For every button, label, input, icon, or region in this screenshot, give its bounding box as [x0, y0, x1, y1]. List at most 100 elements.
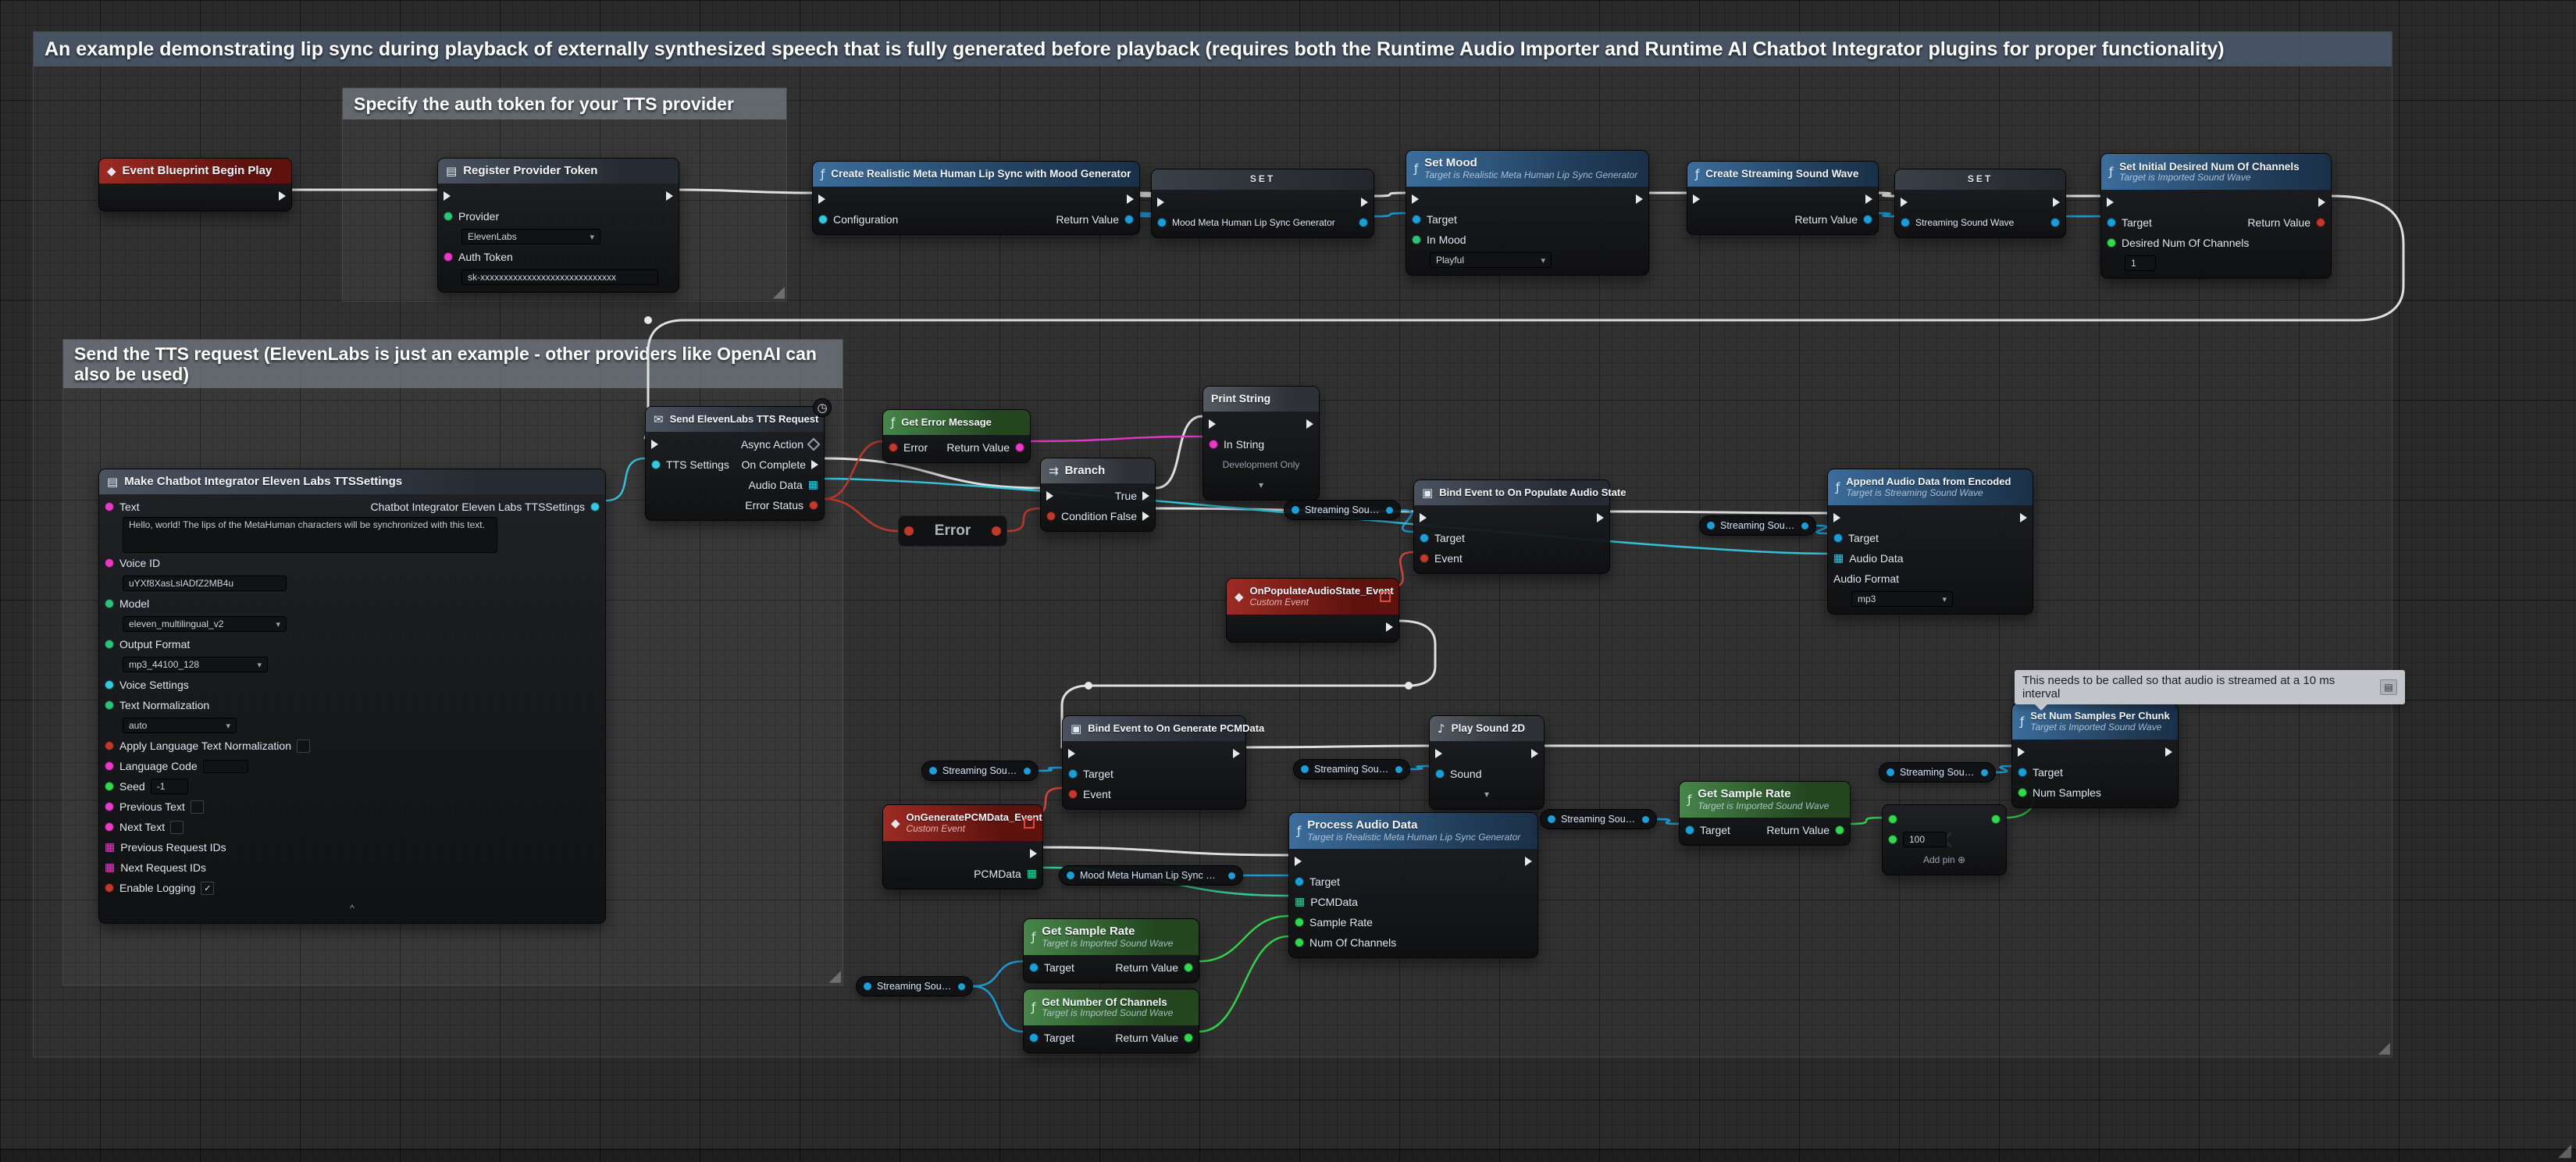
mood-meta-human-lip-sync-generator-pin[interactable] — [1157, 218, 1167, 227]
exec-pin[interactable] — [1420, 513, 1427, 522]
target-pin[interactable] — [1685, 825, 1694, 835]
exec-pin[interactable] — [1901, 198, 1908, 207]
exec-pin[interactable] — [444, 191, 451, 201]
exec-pin[interactable] — [1068, 749, 1075, 758]
return-value-pin[interactable] — [2316, 218, 2325, 227]
configuration-pin[interactable] — [818, 215, 828, 224]
comment-main-resize-handle[interactable]: ◢ — [2378, 1038, 2390, 1057]
event-pin[interactable] — [1420, 554, 1429, 563]
comment-auth[interactable]: Specify the auth token for your TTS prov… — [342, 87, 787, 301]
target-pin[interactable] — [2018, 768, 2027, 777]
return-value-pin[interactable] — [1835, 825, 1844, 835]
make-tts-settings-node[interactable]: ▤Make Chatbot Integrator Eleven Labs TTS… — [98, 469, 606, 924]
comment-main[interactable]: An example demonstrating lip sync during… — [33, 31, 2393, 1057]
exec-pin[interactable] — [1888, 814, 1897, 824]
streaming-sound-wave-get-6[interactable]: Streaming Sound Wave — [1540, 809, 1657, 829]
output-format-pin[interactable] — [105, 640, 114, 649]
register-provider-token-header[interactable]: ▤Register Provider Token — [438, 159, 679, 184]
sound-pin[interactable] — [1435, 769, 1445, 779]
input-dropdown[interactable]: mp3_44100_128▾ — [123, 657, 268, 672]
next-text-pin[interactable] — [105, 822, 114, 832]
exec-pin[interactable] — [2318, 198, 2325, 207]
output-pin[interactable] — [1228, 872, 1235, 879]
exec-pin[interactable] — [1209, 419, 1216, 429]
pcmdata-pin[interactable]: ▦ — [1295, 896, 1306, 908]
exec-pin[interactable] — [2165, 747, 2172, 757]
language-code-field[interactable] — [202, 759, 248, 773]
input-field[interactable]: 100 — [1903, 832, 1947, 847]
set-mood-generator-var-header[interactable]: SET — [1152, 169, 1374, 190]
output-pin[interactable] — [1642, 815, 1649, 823]
false-pin[interactable] — [1142, 511, 1149, 521]
voice-settings-pin[interactable] — [105, 680, 114, 690]
exec-pin[interactable] — [1306, 419, 1313, 429]
collapse-chevron-icon[interactable]: ^ — [350, 903, 355, 914]
condition-pin[interactable] — [1046, 511, 1056, 521]
comment-send-resize-handle[interactable]: ◢ — [828, 966, 841, 985]
seed-field[interactable]: -1 — [150, 779, 188, 794]
output-pin[interactable] — [992, 526, 1001, 536]
input-field[interactable]: uYXf8XasLslADfZ2MB4u — [123, 576, 287, 591]
exec-pin[interactable] — [1359, 218, 1368, 227]
delegate-pin[interactable] — [1380, 591, 1391, 602]
collapse-chevron-icon[interactable]: ▾ — [1258, 479, 1264, 490]
exec-pin[interactable] — [1127, 194, 1134, 204]
input-pin[interactable] — [904, 526, 914, 536]
input-dropdown[interactable]: ElevenLabs▾ — [461, 229, 600, 244]
streaming-sound-wave-get-7[interactable]: Streaming Sound Wave — [1879, 762, 1996, 782]
exec-pin[interactable] — [279, 191, 286, 201]
exec-pin[interactable] — [1693, 194, 1700, 204]
exec-pin[interactable] — [1046, 491, 1053, 501]
event-begin-play-node[interactable]: ◆Event Blueprint Begin Play — [98, 158, 292, 212]
target-pin[interactable] — [1295, 877, 1304, 886]
exec-pin[interactable] — [1361, 198, 1368, 207]
exec-pin[interactable] — [1157, 198, 1164, 207]
provider-pin[interactable] — [444, 212, 453, 221]
target-pin[interactable] — [1412, 215, 1421, 224]
desired-num-of-channels-pin[interactable] — [2107, 238, 2116, 248]
target-pin[interactable] — [1029, 1033, 1039, 1043]
exec-pin[interactable] — [2050, 218, 2060, 227]
exec-pin[interactable] — [1030, 849, 1037, 858]
previous-request-ids-pin[interactable]: ▦ — [105, 841, 116, 854]
input-dropdown[interactable]: mp3▾ — [1851, 591, 1953, 607]
audio-data-pin[interactable]: ▦ — [1833, 552, 1844, 565]
auth-token-pin[interactable] — [444, 252, 453, 262]
async-action-pin[interactable] — [807, 437, 821, 451]
return-value-pin[interactable] — [1015, 443, 1024, 452]
target-pin[interactable] — [1029, 963, 1039, 972]
send-elevenlabs-tts-request-header[interactable]: ✉Send ElevenLabs TTS Request — [646, 407, 824, 432]
output-pin[interactable] — [1981, 768, 1988, 776]
target-pin[interactable] — [1833, 533, 1843, 543]
streaming-sound-wave-get-3[interactable]: Streaming Sound Wave — [921, 761, 1039, 781]
seed-pin[interactable] — [105, 782, 114, 791]
apply-language-text-normalization-pin[interactable] — [105, 741, 114, 750]
output-pin[interactable] — [1386, 506, 1393, 514]
on-complete-pin[interactable] — [811, 460, 818, 469]
exec-pin[interactable] — [1412, 194, 1419, 204]
tts-settings-pin[interactable] — [651, 460, 661, 469]
in-string-pin[interactable] — [1209, 440, 1218, 449]
text-normalization-pin[interactable] — [105, 700, 114, 710]
comment-main-titlebar[interactable]: An example demonstrating lip sync during… — [34, 32, 2392, 66]
target-pin[interactable] — [1068, 769, 1078, 779]
